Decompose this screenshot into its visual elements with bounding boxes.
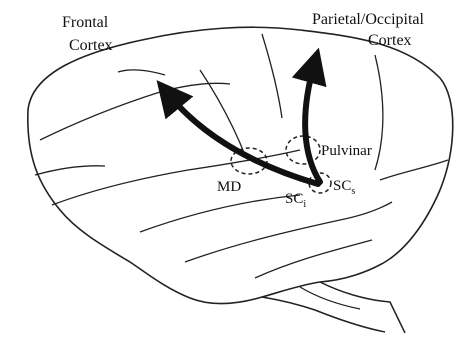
sulcus-temporal-superior xyxy=(185,202,392,262)
arrow-sc-to-parietal xyxy=(305,65,320,182)
sulcus-temporal-inferior xyxy=(255,240,372,278)
sulcus-frontal-inner xyxy=(118,70,165,75)
brainstem-inner-outline xyxy=(320,282,405,333)
sulcus-orbital xyxy=(35,166,105,175)
arrow-sc-to-frontal xyxy=(168,94,318,184)
sulcus-lateral-lower xyxy=(140,195,300,232)
sulcus-occipital xyxy=(380,160,448,180)
pulvinar-label: Pulvinar xyxy=(321,143,372,159)
parietal-occipital-cortex-label-line2: Cortex xyxy=(368,32,412,49)
sc-intermediate-main: SC xyxy=(285,191,303,207)
sc-superficial-main: SC xyxy=(333,178,351,194)
sulcus-frontal-upper xyxy=(40,83,230,140)
frontal-cortex-label-line2: Cortex xyxy=(69,37,113,54)
cerebellum-outline xyxy=(300,287,360,309)
sc-intermediate-subscript: i xyxy=(303,199,306,210)
sc-superficial-label: SCs xyxy=(333,178,355,197)
brainstem-outline xyxy=(262,297,385,332)
sulcus-lunate xyxy=(375,55,383,170)
md-label: MD xyxy=(217,179,241,195)
sulcus-parietal xyxy=(262,34,282,118)
parietal-occipital-cortex-label-line1: Parietal/Occipital xyxy=(312,11,425,28)
sulcus-lateral xyxy=(52,150,300,205)
sc-intermediate-label: SCi xyxy=(285,191,306,210)
sc-superficial-subscript: s xyxy=(351,186,355,197)
frontal-cortex-label-line1: Frontal xyxy=(62,14,109,31)
pulvinar-nucleus-outline xyxy=(286,136,320,164)
